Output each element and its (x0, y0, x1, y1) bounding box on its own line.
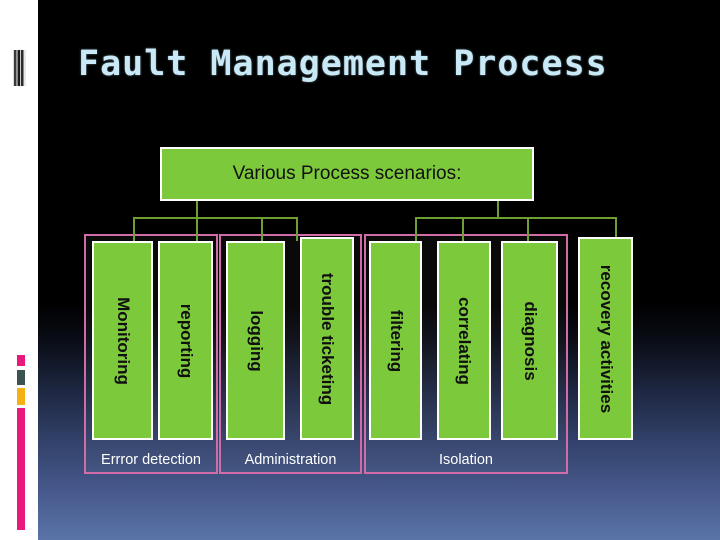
leaf-node-trouble-ticketing[interactable]: trouble ticketing (300, 237, 354, 440)
barcode-ornament-icon (13, 50, 26, 86)
leaf-label-logging: logging (246, 309, 266, 372)
leaf-node-monitoring[interactable]: Monitoring (92, 241, 153, 440)
leaf-label-diagnosis: diagnosis (520, 300, 540, 381)
connector-leaf-1-drop (133, 217, 135, 241)
leaf-label-recovery-activities: recovery activities (596, 264, 616, 413)
ornament-gap-three (17, 405, 25, 408)
group-frame-administration (219, 234, 362, 474)
page-title: Fault Management Process (78, 44, 608, 84)
group-frame-isolation (364, 234, 568, 474)
connector-leaf-2-drop (196, 217, 198, 241)
group-label-administration: Administration (244, 452, 337, 468)
ornament-segment-pink-top (17, 355, 25, 366)
root-node-various-process-scenarios[interactable]: Various Process scenarios: (160, 147, 534, 201)
leaf-label-monitoring: Monitoring (113, 296, 133, 385)
leaf-node-filtering[interactable]: filtering (369, 241, 422, 440)
connector-leaf-7-drop (527, 217, 529, 241)
connector-leaf-8-drop (615, 217, 617, 237)
leaf-node-reporting[interactable]: reporting (158, 241, 213, 440)
leaf-label-correlating: correlating (455, 296, 474, 385)
root-node-label: Various Process scenarios: (232, 163, 462, 184)
connector-leaf-5-drop (415, 217, 417, 241)
group-label-isolation: Isolation (438, 452, 493, 468)
left-sidebar-strip (0, 0, 38, 540)
connector-left-inner-bar (196, 217, 298, 219)
ornament-vertical-pink-bar (17, 408, 25, 530)
connector-right-bar (415, 217, 617, 219)
connector-leaf-6-drop (462, 217, 464, 241)
group-label-error-detection: Errror detection (101, 452, 201, 468)
connector-leaf-4-drop (296, 217, 298, 241)
connector-parent-left-drop (196, 201, 198, 218)
leaf-label-filtering: filtering (386, 309, 406, 372)
leaf-node-logging[interactable]: logging (226, 241, 285, 440)
group-frame-error-detection (84, 234, 218, 474)
ornament-segment-teal (17, 370, 25, 385)
ornament-gap-one (17, 366, 25, 370)
leaf-label-trouble-ticketing: trouble ticketing (318, 272, 337, 405)
leaf-node-diagnosis[interactable]: diagnosis (501, 241, 558, 440)
ornament-gap-two (17, 385, 25, 388)
leaf-node-recovery-activities[interactable]: recovery activities (578, 237, 633, 440)
connector-parent-right-drop (497, 201, 499, 218)
connector-leaf-3-drop (261, 217, 263, 241)
leaf-label-reporting: reporting (176, 303, 196, 378)
leaf-node-correlating[interactable]: correlating (437, 241, 491, 440)
ornament-segment-orange (17, 388, 25, 405)
